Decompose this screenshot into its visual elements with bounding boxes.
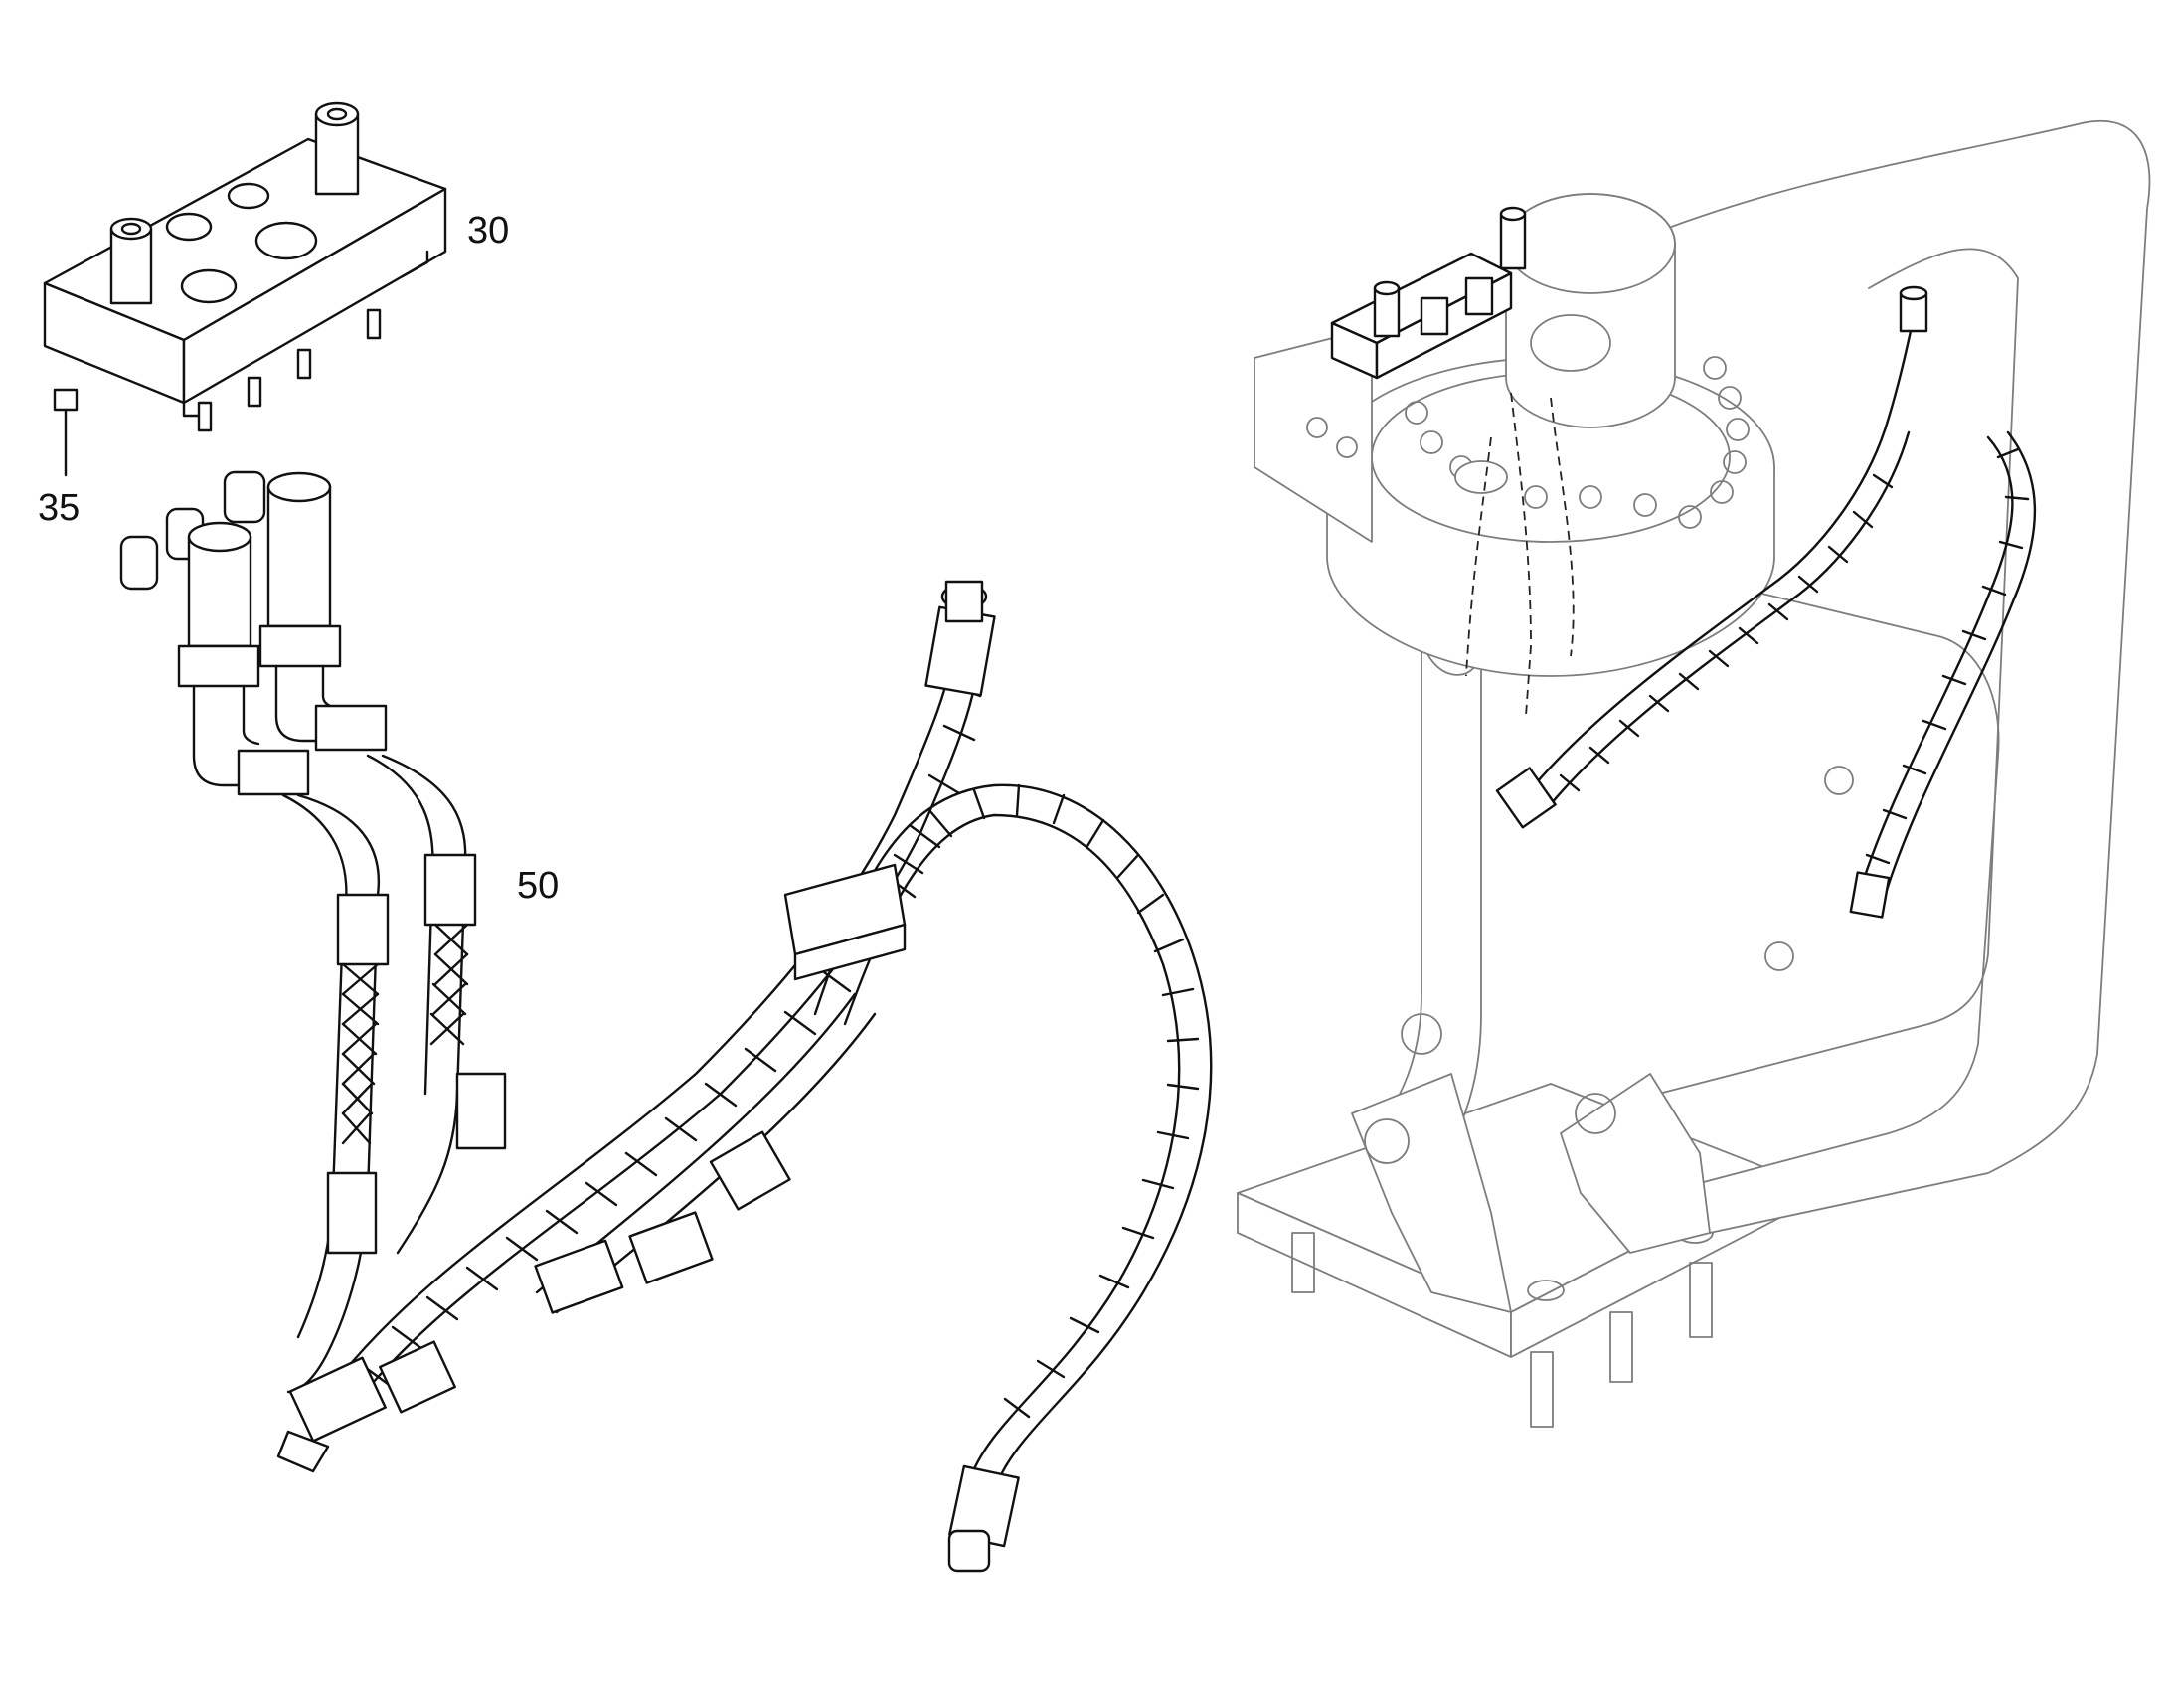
callout-part-50: 50 <box>517 865 560 907</box>
valve-block-part-30 <box>43 101 447 432</box>
screw-part-35 <box>53 388 79 477</box>
callout-part-35: 35 <box>38 487 81 529</box>
hose-assembly-part-50 <box>119 470 1213 1573</box>
callout-part-30: 30 <box>467 210 510 252</box>
mounting-assembly-context <box>1237 119 2151 1428</box>
